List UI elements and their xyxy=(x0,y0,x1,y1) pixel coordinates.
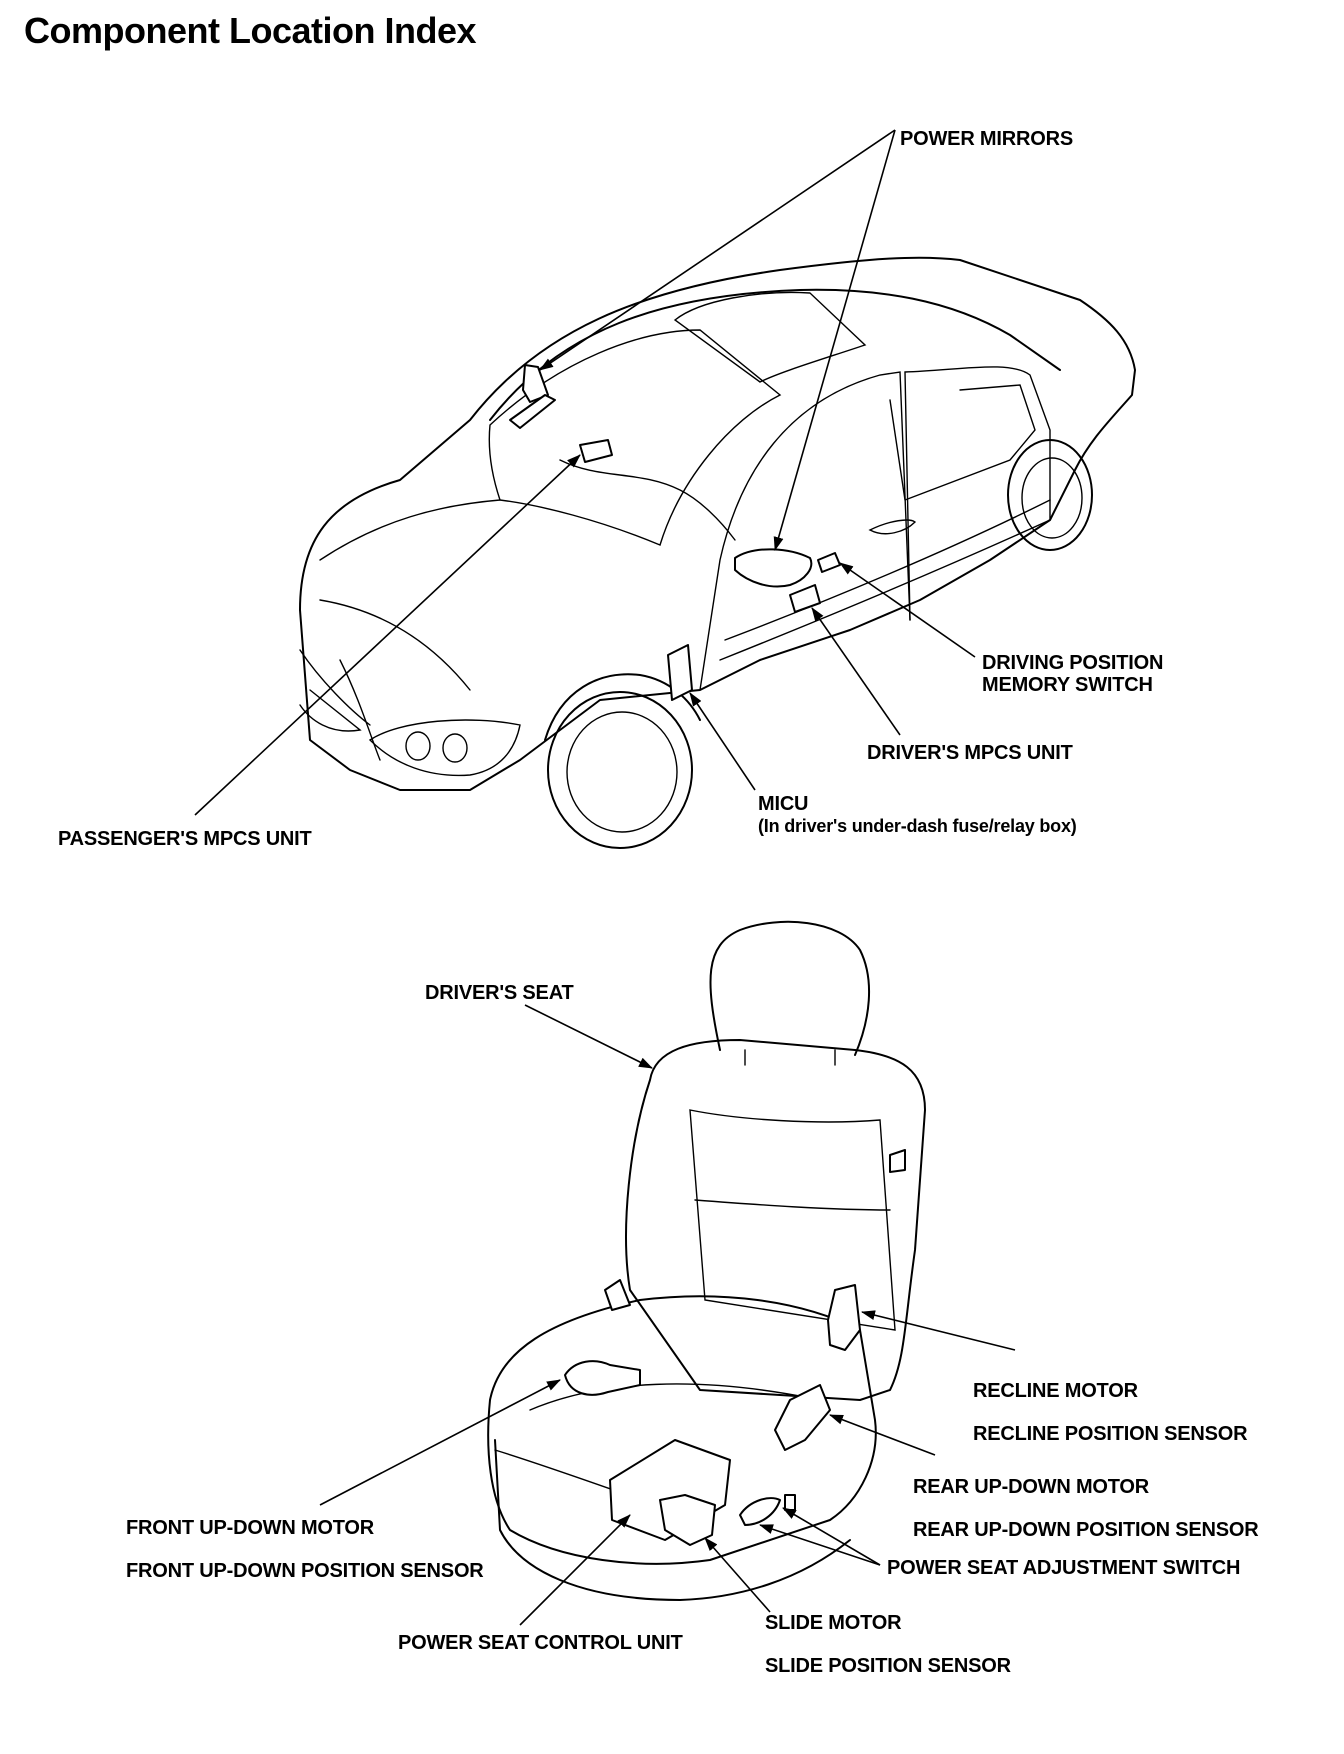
label-power-seat-adjustment-switch: POWER SEAT ADJUSTMENT SWITCH xyxy=(887,1557,1241,1579)
memory-switch xyxy=(817,552,841,573)
label-slide-motor: SLIDE MOTOR xyxy=(765,1612,902,1634)
seat-illustration xyxy=(487,920,926,1601)
car-dashboard xyxy=(559,459,736,541)
label-driving-position-memory-switch: DRIVING POSITION MEMORY SWITCH xyxy=(982,652,1163,696)
label-drivers-mpcs-unit: DRIVER'S MPCS UNIT xyxy=(867,742,1073,764)
label-passengers-mpcs-unit: PASSENGER'S MPCS UNIT xyxy=(58,828,312,850)
drivers-mpcs-unit xyxy=(789,584,821,613)
car-grille xyxy=(299,649,371,732)
car-roof xyxy=(489,288,1061,421)
power-seat-adjustment-switch xyxy=(739,1497,781,1526)
label-recline-position-sensor: RECLINE POSITION SENSOR xyxy=(973,1423,1248,1445)
label-front-up-down-position-sensor: FRONT UP-DOWN POSITION SENSOR xyxy=(126,1560,484,1582)
car-leaders xyxy=(194,129,976,816)
label-recline-motor: RECLINE MOTOR xyxy=(973,1380,1138,1402)
label-micu: MICU (In driver's under-dash fuse/relay … xyxy=(758,793,1077,837)
car-body-outline xyxy=(299,256,1136,791)
label-micu-note: (In driver's under-dash fuse/relay box) xyxy=(758,816,1077,836)
driver-mirror xyxy=(734,548,813,588)
seat-base xyxy=(494,1439,851,1601)
label-front-up-down-motor: FRONT UP-DOWN MOTOR xyxy=(126,1517,375,1539)
label-drivers-seat: DRIVER'S SEAT xyxy=(425,982,574,1004)
label-slide-position-sensor: SLIDE POSITION SENSOR xyxy=(765,1655,1011,1677)
seat-cushion xyxy=(487,1295,877,1565)
seat-headrest xyxy=(709,920,870,1056)
slide-motor xyxy=(659,1494,716,1546)
label-driving-position-line1: DRIVING POSITION xyxy=(982,652,1164,674)
recline-motor xyxy=(827,1284,861,1351)
label-memory-switch-line2: MEMORY SWITCH xyxy=(982,674,1153,696)
car-rear-door xyxy=(904,366,1051,621)
label-power-seat-control-unit: POWER SEAT CONTROL UNIT xyxy=(398,1632,683,1654)
label-rear-up-down-position-sensor: REAR UP-DOWN POSITION SENSOR xyxy=(913,1519,1259,1541)
car-windshield xyxy=(488,329,782,546)
car-illustration xyxy=(299,256,1136,849)
label-micu-title: MICU xyxy=(758,793,809,815)
label-power-mirrors: POWER MIRRORS xyxy=(900,128,1073,150)
car-front-door xyxy=(699,371,911,691)
rear-up-down-motor xyxy=(774,1384,831,1451)
front-up-down-motor xyxy=(564,1360,641,1396)
page-title: Component Location Index xyxy=(24,10,477,51)
seat-backrest xyxy=(625,1039,926,1401)
car-hood xyxy=(319,499,501,761)
label-rear-up-down-motor: REAR UP-DOWN MOTOR xyxy=(913,1476,1150,1498)
seat-leaders xyxy=(319,1004,1016,1626)
car-sunroof xyxy=(673,291,867,383)
car-headlight xyxy=(368,719,521,777)
micu-box xyxy=(667,644,693,701)
passenger-mpcs-unit xyxy=(579,439,613,463)
car-front-wheel xyxy=(547,691,693,849)
